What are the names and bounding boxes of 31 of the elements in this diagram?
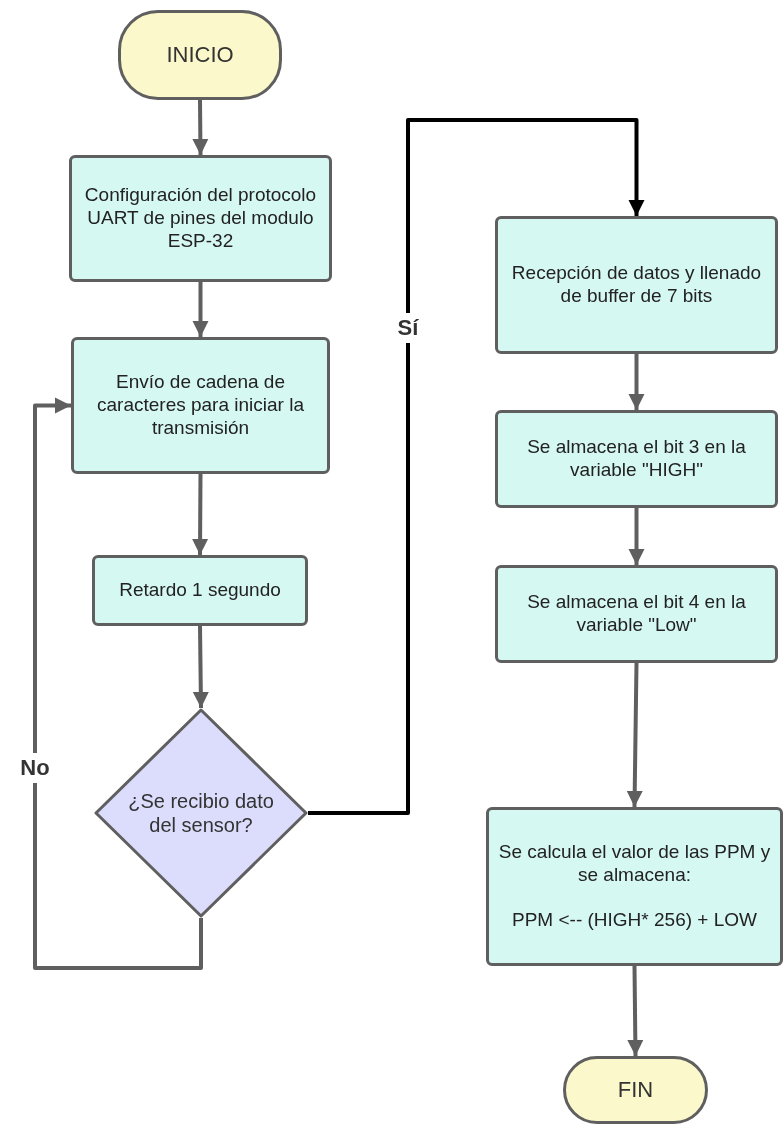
arrow xyxy=(628,354,645,410)
process-box xyxy=(495,216,778,354)
process-box xyxy=(92,555,308,626)
node-text: Se calcula el valor de las PPM y se almacena: xyxy=(497,841,772,887)
node-text: Recepción de datos y llenado de buffer de 7 bits xyxy=(510,262,763,308)
arrow xyxy=(626,662,643,808)
arrow xyxy=(192,625,209,709)
arrow xyxy=(627,965,644,1057)
arrow xyxy=(33,397,203,970)
node-text: Configuración del protocolo UART de pines del modulo ESP-32 xyxy=(83,184,318,253)
process-box xyxy=(495,565,778,663)
arrow xyxy=(308,118,645,815)
arrow xyxy=(192,474,209,555)
node-text: Se almacena el bit 4 en la variable "Low" xyxy=(526,591,747,637)
decision-diamond xyxy=(94,708,308,918)
process-box xyxy=(495,410,778,508)
arrow xyxy=(192,282,209,337)
node-text: Envío de cadena de caracteres para iniciar la transmisión xyxy=(96,371,305,440)
node-text: PPM <-- (HIGH* 256) + LOW xyxy=(512,908,757,932)
process-box xyxy=(69,155,332,282)
node-text: FIN xyxy=(617,1076,654,1104)
node-text: Se almacena el bit 3 en la variable "HIGH" xyxy=(526,436,747,482)
node-text: ¿Se recibio dato del sensor? xyxy=(127,789,275,837)
edge-label: Sí xyxy=(397,313,419,343)
process-box xyxy=(71,337,330,474)
node-text: Retardo 1 segundo xyxy=(119,579,281,602)
edge-label: No xyxy=(20,753,50,783)
arrow xyxy=(192,99,209,156)
arrow xyxy=(628,508,645,565)
process-box xyxy=(486,807,783,966)
node-text: INICIO xyxy=(166,41,234,69)
